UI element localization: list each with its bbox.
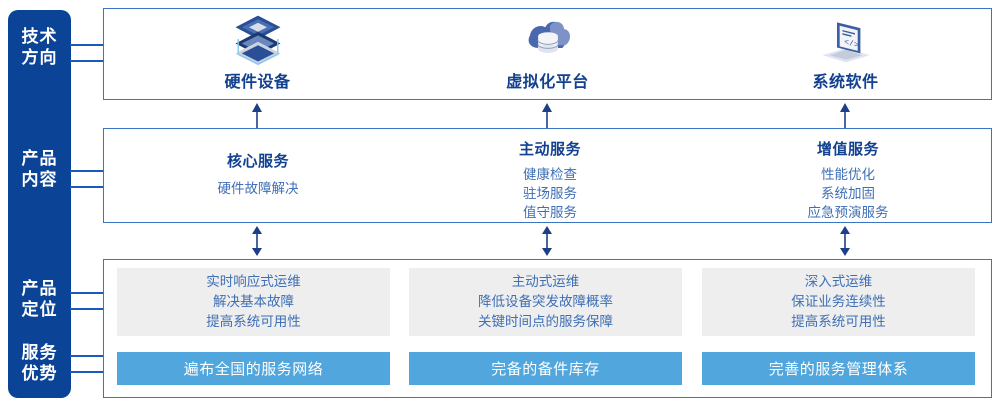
- category-rail: [8, 10, 71, 398]
- positioning-card-proactive[interactable]: 主动式运维 降低设备突发故障概率 关键时间点的服务保障: [409, 268, 682, 336]
- service-item: 驻场服务: [523, 186, 577, 201]
- service-title: 增值服务: [816, 141, 879, 158]
- service-item: 健康检查: [523, 167, 577, 182]
- tech-label: 硬件设备: [224, 74, 291, 91]
- positioning-line: 保证业务连续性: [791, 294, 886, 309]
- cloud-database-icon: [528, 21, 570, 53]
- arrow-up-virtualization: [542, 103, 552, 129]
- positioning-line: 深入式运维: [804, 274, 873, 289]
- arrow-up-system-software: [840, 103, 850, 129]
- positioning-line: 提高系统可用性: [791, 314, 886, 329]
- rail-label-product-content: 产品 内容: [8, 148, 71, 190]
- tech-column-hardware[interactable]: 硬件设备: [195, 12, 320, 92]
- service-column-proactive[interactable]: 主动服务 健康检查 驻场服务 值守服务: [470, 138, 630, 222]
- tech-column-virtualization[interactable]: 虚拟化平台: [485, 12, 610, 92]
- server-stack-icon: [235, 15, 280, 66]
- arrow-up-hardware: [252, 103, 262, 129]
- connector-line: [70, 186, 110, 188]
- product-content-box: [103, 128, 992, 223]
- tech-column-system-software[interactable]: </> 系统软件: [783, 12, 908, 92]
- connector-line: [70, 371, 110, 373]
- rail-label-service-advantage: 服务 优势: [8, 342, 71, 384]
- connector-line: [70, 44, 110, 46]
- svg-text:</>: </>: [844, 37, 859, 50]
- positioning-line: 关键时间点的服务保障: [478, 314, 613, 329]
- rail-label-line2: 内容: [21, 170, 58, 189]
- arrow-double-virtualization: [542, 226, 552, 256]
- service-column-core[interactable]: 核心服务 硬件故障解决: [178, 150, 338, 198]
- positioning-line: 提高系统可用性: [206, 314, 301, 329]
- positioning-line: 解决基本故障: [213, 294, 294, 309]
- advantage-bar-management[interactable]: 完善的服务管理体系: [702, 352, 975, 385]
- arrow-double-system-software: [840, 226, 850, 256]
- rail-label-product-positioning: 产品 定位: [8, 278, 71, 320]
- service-item: 性能优化: [821, 167, 875, 182]
- rail-label-line2: 优势: [21, 364, 58, 383]
- service-item: 系统加固: [821, 186, 875, 201]
- connector-line: [70, 60, 110, 62]
- connector-line: [70, 292, 110, 294]
- advantage-bar-inventory[interactable]: 完备的备件库存: [409, 352, 682, 385]
- rail-label-line1: 产品: [21, 149, 58, 168]
- positioning-line: 主动式运维: [511, 274, 580, 289]
- arrow-double-hardware: [252, 226, 262, 256]
- advantage-bar-network[interactable]: 遍布全国的服务网络: [117, 352, 390, 385]
- service-title: 核心服务: [226, 153, 289, 170]
- rail-label-line1: 服务: [21, 343, 58, 362]
- positioning-card-indepth[interactable]: 深入式运维 保证业务连续性 提高系统可用性: [702, 268, 975, 336]
- laptop-code-icon: </>: [822, 22, 869, 63]
- connector-line: [70, 308, 110, 310]
- positioning-line: 实时响应式运维: [206, 274, 301, 289]
- tech-label: 虚拟化平台: [506, 74, 589, 91]
- rail-label-line1: 技术: [21, 27, 58, 46]
- positioning-card-realtime[interactable]: 实时响应式运维 解决基本故障 提高系统可用性: [117, 268, 390, 336]
- service-item: 硬件故障解决: [217, 181, 299, 196]
- tech-label: 系统软件: [812, 74, 879, 91]
- service-title: 主动服务: [518, 141, 581, 158]
- connector-line: [70, 170, 110, 172]
- rail-label-tech-direction: 技术 方向: [8, 26, 71, 68]
- connector-line: [70, 355, 110, 357]
- service-item: 值守服务: [523, 205, 577, 220]
- rail-label-line2: 定位: [21, 300, 58, 319]
- service-item: 应急预演服务: [807, 205, 889, 220]
- rail-label-line1: 产品: [21, 279, 58, 298]
- positioning-line: 降低设备突发故障概率: [478, 294, 613, 309]
- rail-label-line2: 方向: [21, 48, 58, 67]
- service-column-value-added[interactable]: 增值服务 性能优化 系统加固 应急预演服务: [768, 138, 928, 222]
